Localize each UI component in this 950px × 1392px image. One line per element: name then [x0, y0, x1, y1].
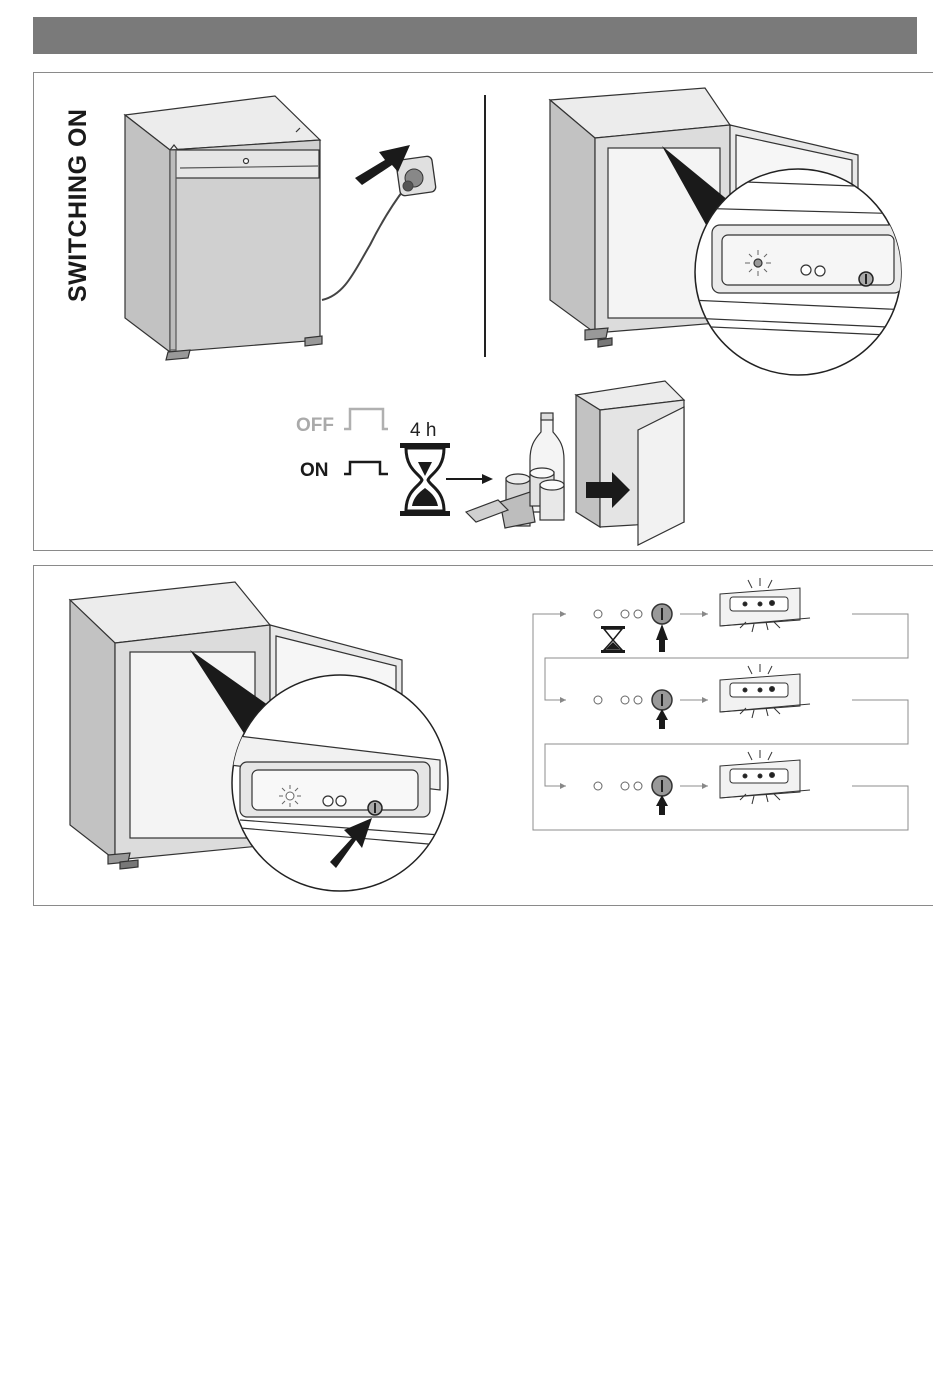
cycle-row-1	[594, 578, 810, 653]
power-cord-illustration	[322, 156, 436, 300]
wait-arrow-icon	[446, 474, 493, 484]
hourglass-icon	[400, 443, 450, 516]
on-label: ON	[300, 460, 329, 481]
fridge-closed-illustration	[125, 96, 322, 360]
off-label: OFF	[296, 415, 334, 436]
cycle-row-2	[594, 664, 810, 729]
fridge-loading-illustration	[576, 381, 684, 545]
small-hourglass-icon	[601, 626, 625, 653]
off-switch-icon	[344, 409, 388, 429]
on-switch-icon	[344, 462, 388, 474]
wait-time-label: 4 h	[410, 420, 436, 441]
food-items-illustration	[466, 413, 564, 528]
cycle-row-3	[594, 750, 810, 815]
